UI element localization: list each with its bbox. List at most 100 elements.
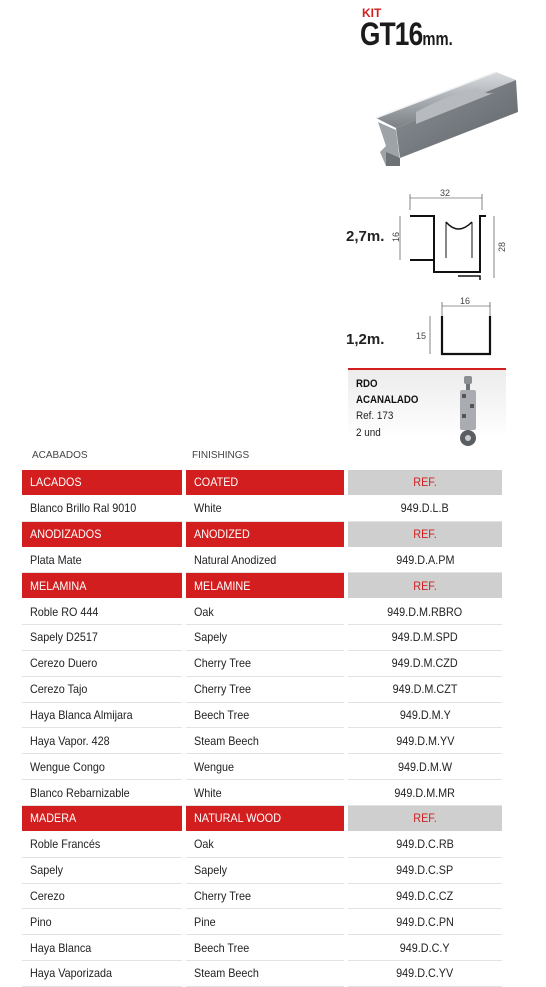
finish-name-en: Steam Beech: [186, 728, 344, 755]
ref-code-text: 949.D.C.RB: [396, 837, 454, 852]
short-profile-length: 1,2m.: [346, 331, 385, 348]
finish-name-en: White: [186, 780, 344, 806]
section-name-en: ANODIZED: [186, 521, 344, 548]
ref-header: REF.: [348, 521, 502, 548]
column-gap: [344, 831, 348, 858]
column-gap: [344, 470, 348, 496]
long-profile-height: 28: [497, 242, 507, 252]
column-gap: [344, 625, 348, 651]
finish-name-es-text: Haya Vapor. 428: [30, 733, 110, 748]
column-gap: [344, 857, 348, 884]
table-row: Wengue Congo Wengue 949.D.M.W: [22, 754, 502, 781]
column-gap: [344, 495, 348, 522]
ref-code-text: 949.D.C.SP: [396, 863, 454, 878]
ref-code-text: 949.D.M.Y: [399, 708, 451, 723]
finish-name-en: Sapely: [186, 625, 344, 651]
ref-code: 949.D.M.YV: [348, 728, 502, 755]
column-gap: [344, 805, 348, 832]
finish-name-en-text: Oak: [194, 837, 214, 852]
column-gap: [344, 599, 348, 626]
short-profile-width: 16: [460, 296, 470, 306]
ref-code: 949.D.M.W: [348, 754, 502, 781]
finish-name-en: Steam Beech: [186, 961, 344, 987]
long-profile-width: 32: [440, 188, 450, 198]
finish-name-es: Plata Mate: [22, 548, 182, 574]
finish-name-es: Cerezo Duero: [22, 651, 182, 677]
column-gap: [182, 625, 186, 651]
finish-name-en-text: Natural Anodized: [194, 552, 277, 567]
section-name-en-text: NATURAL WOOD: [194, 811, 282, 826]
finish-name-en-text: Pine: [194, 914, 216, 929]
col-head-finishings: FINISHINGS: [192, 450, 250, 461]
finish-name-es-text: Wengue Congo: [30, 759, 105, 774]
finish-name-en: Beech Tree: [186, 703, 344, 729]
model-name: GT16: [360, 16, 423, 52]
finish-name-en: Oak: [186, 599, 344, 626]
finish-name-es-text: Blanco Rebarnizable: [30, 785, 130, 800]
column-gap: [182, 676, 186, 703]
section-name-es-text: LACADOS: [30, 475, 82, 490]
finish-name-en: Wengue: [186, 754, 344, 781]
finish-name-es: Haya Blanca Almijara: [22, 703, 182, 729]
long-profile-drawing: 32 16 28: [391, 188, 507, 280]
column-gap: [344, 650, 348, 677]
section-name-es: ANODIZADOS: [22, 521, 182, 548]
finish-name-en-text: Beech Tree: [194, 940, 250, 955]
model-unit: mm.: [422, 29, 453, 49]
finish-name-en-text: Sapely: [194, 630, 228, 645]
ref-code-text: 949.D.M.CZD: [391, 656, 459, 671]
column-gap: [182, 780, 186, 806]
column-gap: [182, 728, 186, 755]
finish-name-en-text: Steam Beech: [194, 966, 259, 981]
section-name-es-text: MADERA: [30, 811, 77, 826]
ref-code: 949.D.C.CZ: [348, 884, 502, 910]
column-gap: [344, 573, 348, 600]
ref-header: REF.: [348, 805, 502, 832]
long-profile-inner: 16: [391, 232, 401, 242]
section-name-es: MELAMINA: [22, 573, 182, 600]
finish-name-es-text: Sapely D2517: [30, 630, 98, 645]
section-name-es-text: MELAMINA: [30, 578, 87, 593]
column-gap: [182, 702, 186, 729]
column-gap: [182, 754, 186, 781]
section-name-es: MADERA: [22, 805, 182, 832]
finish-name-en: Oak: [186, 832, 344, 858]
column-gap: [182, 650, 186, 677]
finish-name-en-text: Beech Tree: [194, 708, 250, 723]
finish-name-es: Blanco Rebarnizable: [22, 780, 182, 806]
finish-name-es-text: Haya Blanca Almijara: [30, 708, 133, 723]
ref-header-text: REF.: [413, 527, 437, 542]
column-gap: [344, 935, 348, 962]
ref-code: 949.D.M.CZT: [348, 677, 502, 703]
finish-name-es-text: Haya Blanca: [30, 940, 92, 955]
ref-header-text: REF.: [413, 578, 437, 593]
ref-code: 949.D.M.CZD: [348, 651, 502, 677]
ref-header: REF.: [348, 573, 502, 600]
short-profile-drawing: 16 15: [416, 296, 492, 356]
column-gap: [344, 521, 348, 548]
finish-name-es: Pino: [22, 909, 182, 936]
section-name-en: MELAMINE: [186, 573, 344, 600]
table-row: Blanco Rebarnizable White 949.D.M.MR: [22, 780, 502, 806]
column-gap: [182, 521, 186, 548]
ref-code: 949.D.C.PN: [348, 909, 502, 936]
column-gap: [182, 495, 186, 522]
finish-name-en-text: Cherry Tree: [194, 888, 252, 903]
finish-name-en-text: White: [194, 501, 222, 516]
finish-name-en-text: Wengue: [194, 759, 235, 774]
column-gap: [344, 909, 348, 936]
finish-name-es: Haya Vapor. 428: [22, 728, 182, 755]
kit-label: KIT: [362, 6, 382, 20]
column-gap: [344, 676, 348, 703]
ref-header-text: REF.: [413, 475, 437, 490]
ref-code-text: 949.D.M.CZT: [392, 682, 458, 697]
finish-name-es: Sapely D2517: [22, 625, 182, 651]
ref-code-text: 949.D.M.MR: [394, 785, 456, 800]
ref-code: 949.D.C.YV: [348, 961, 502, 987]
finish-name-en: White: [186, 496, 344, 522]
